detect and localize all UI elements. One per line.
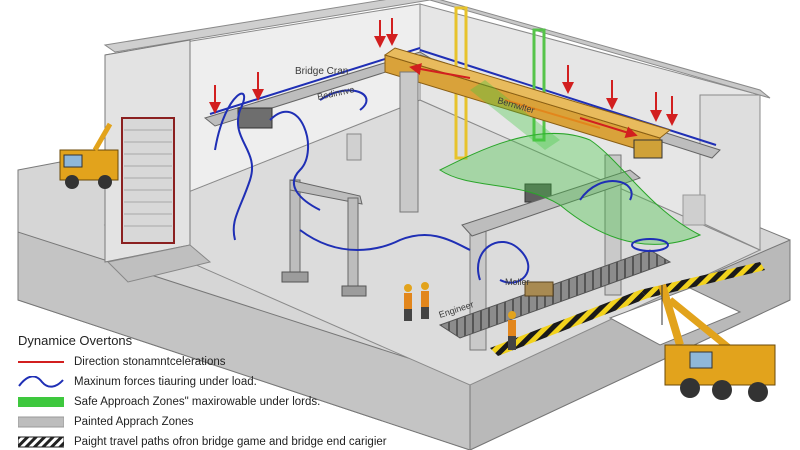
front-wall-right — [699, 94, 761, 251]
column-2 — [604, 154, 622, 296]
legend-item-travel-path: Paight travel paths ofron bridge game an… — [18, 432, 438, 450]
roll-up-door — [121, 117, 175, 244]
safe-approach-zone — [439, 132, 702, 245]
legend-item-direction: Direction stonamntcelerations — [18, 352, 438, 372]
wall-top-left — [103, 0, 432, 53]
jib-base-2 — [341, 285, 367, 297]
legend-label-force: Maxinum forces tiauring under load. — [74, 376, 257, 388]
tower-green — [532, 28, 546, 142]
bridge-girder-top — [383, 47, 672, 139]
label-moller: Moller — [505, 277, 530, 287]
suspended-load — [524, 281, 554, 297]
mobile-crane-right — [658, 283, 776, 402]
truck-left — [59, 122, 119, 189]
legend-item-force: Maxinum forces tiauring under load. — [18, 372, 438, 392]
orange-arrows — [504, 99, 601, 129]
back-window — [682, 194, 706, 226]
legend-label-direction: Direction stonamntcelerations — [74, 356, 226, 368]
floor-rail-track — [438, 249, 672, 339]
legend-title: Dynamice Overtons — [18, 333, 133, 348]
label-bridge-crane: Bridge Cran — [295, 66, 348, 77]
direction-arrows — [209, 18, 678, 138]
legend: Dynamice Overtons Direction stonamntcele… — [18, 333, 438, 450]
trolley-left — [237, 107, 273, 129]
jib-post-2 — [347, 197, 359, 289]
legend-label-travel-path: Paight travel paths ofron bridge game an… — [74, 436, 387, 448]
hazard-stripe-right — [640, 262, 765, 298]
door-slats — [124, 129, 172, 227]
legend-item-safe-zone: Safe Approach Zones" maxirowable under l… — [18, 392, 438, 412]
blue-wave-icon — [18, 376, 64, 388]
hatch-path-icon — [18, 436, 64, 448]
jib-base — [281, 271, 309, 283]
red-line-icon — [18, 356, 64, 368]
wall-top-right — [429, 0, 771, 99]
worker-1 — [404, 284, 412, 321]
worker-2 — [421, 282, 429, 319]
worker-3 — [508, 311, 516, 350]
safe-zone-beam — [470, 80, 560, 150]
legend-label-painted-zone: Painted Apprach Zones — [74, 416, 194, 428]
door-ramp — [106, 244, 212, 283]
green-zone-icon — [18, 396, 64, 408]
trolley-right — [633, 139, 663, 159]
jib-arm — [289, 179, 363, 205]
column-1 — [399, 71, 419, 213]
gray-zone-icon — [18, 416, 64, 428]
legend-label-safe-zone: Safe Approach Zones" maxirowable under l… — [74, 396, 321, 408]
legend-item-painted-zone: Painted Apprach Zones — [18, 412, 438, 432]
force-paths — [214, 89, 669, 284]
hazard-stripe-front — [490, 290, 648, 356]
back-door — [346, 133, 362, 161]
